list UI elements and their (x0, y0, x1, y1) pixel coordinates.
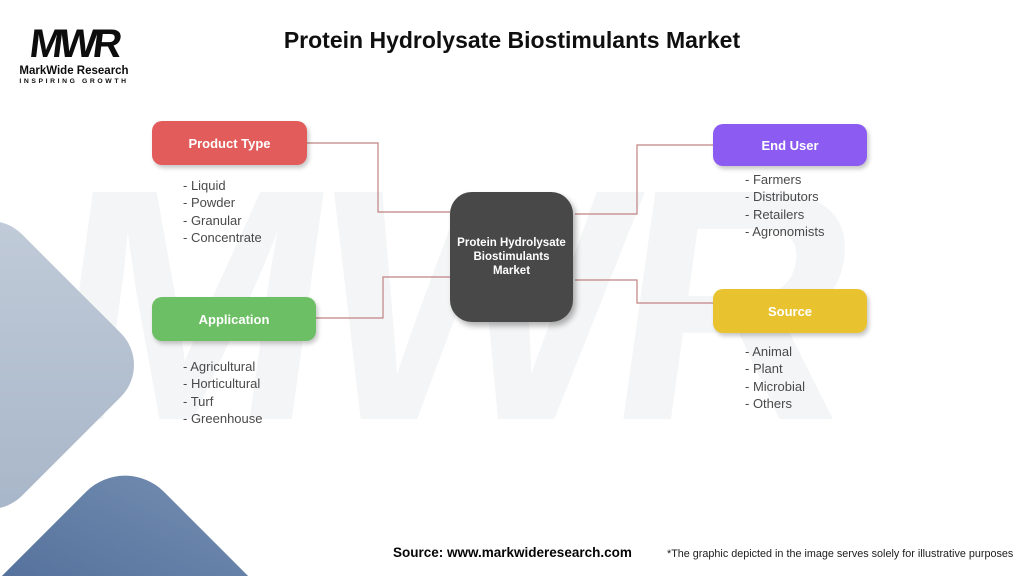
list-item: - Animal (745, 344, 792, 359)
source-list: - Animal - Plant - Microbial - Others (745, 343, 805, 413)
node-source-label: Source (767, 303, 813, 319)
node-product-type: Product Type (152, 121, 307, 165)
center-node-line: Market (492, 265, 531, 277)
center-node: Protein Hydrolysate Biostimulants Market (450, 192, 573, 322)
node-application: Application (152, 297, 316, 341)
list-item: - Others (745, 396, 792, 412)
end-user-list: - Farmers - Distributors - Retailers - A… (745, 171, 824, 241)
node-application-label: Application (198, 311, 270, 327)
connector-product-type (307, 142, 450, 213)
list-item: - Distributors (745, 189, 819, 205)
list-item: - Plant (745, 361, 783, 377)
product-type-list: - Liquid - Powder - Granular - Concentra… (183, 177, 262, 247)
page-title: Protein Hydrolysate Biostimulants Market (283, 27, 741, 53)
list-item: - Microbial (745, 378, 805, 394)
center-node-line: Biostimulants (473, 251, 550, 263)
list-item: - Horticultural (183, 376, 261, 392)
list-item: - Concentrate (183, 230, 262, 246)
footer-source: Source: www.markwideresearch.com (393, 545, 632, 560)
list-item: - Granular (183, 212, 242, 228)
connector-end-user (575, 144, 713, 215)
logo-tagline: INSPIRING GROWTH (19, 78, 129, 85)
list-item: - Turf (183, 393, 214, 409)
list-item: - Greenhouse (183, 411, 263, 427)
node-end-user: End User (713, 124, 867, 166)
markwide-research-logo: MWR MarkWide Research INSPIRING GROWTH (18, 22, 130, 85)
application-list: - Agricultural - Horticultural - Turf - … (183, 358, 263, 428)
logo-name: MarkWide Research (19, 65, 129, 77)
list-item: - Liquid (183, 178, 226, 193)
list-item: - Powder (183, 195, 236, 211)
connector-source (575, 279, 713, 304)
footer-disclaimer: *The graphic depicted in the image serve… (667, 548, 1014, 560)
node-product-type-label: Product Type (188, 135, 271, 151)
connector-application (316, 276, 450, 319)
list-item: - Agricultural (183, 359, 256, 374)
list-item: - Agronomists (745, 224, 825, 240)
list-item: - Retailers (745, 206, 805, 222)
node-source: Source (713, 289, 867, 333)
list-item: - Farmers (745, 172, 802, 187)
node-end-user-label: End User (761, 137, 819, 153)
center-node-line: Protein Hydrolysate (457, 237, 566, 249)
